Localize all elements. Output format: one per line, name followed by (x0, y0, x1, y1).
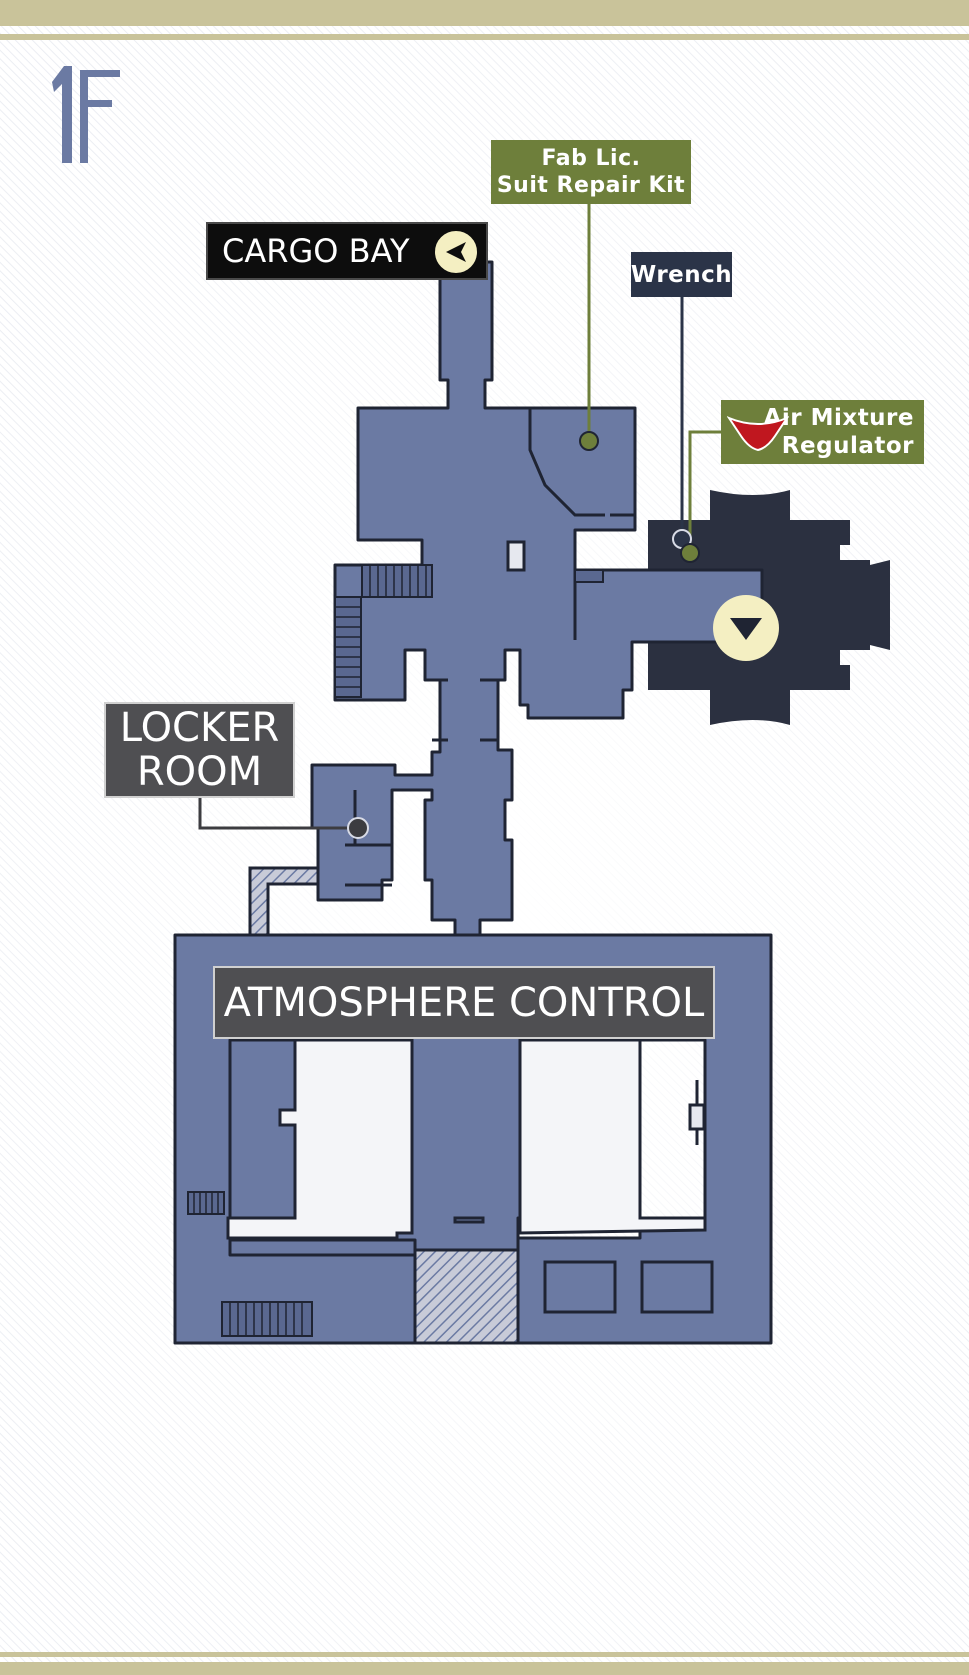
fab-kit-marker[interactable] (579, 431, 599, 451)
wrench-text: Wrench (630, 261, 733, 288)
air-line1: Air Mixture (763, 405, 914, 431)
courtyards (226, 1038, 707, 1240)
footer-bar (0, 1652, 969, 1657)
interior-walls (228, 408, 714, 1314)
floor-label-glyph (52, 66, 120, 163)
air-mixture-regulator-label[interactable]: Air Mixture Regulator (721, 400, 924, 464)
fab-suit-repair-kit-label[interactable]: Fab Lic. Suit Repair Kit (491, 140, 691, 204)
fab-line1: Fab Lic. (541, 146, 641, 171)
header-bar (0, 0, 969, 26)
fab-line2: Suit Repair Kit (496, 173, 686, 198)
air-line2: Regulator (781, 433, 914, 459)
exit-left-arrow-icon[interactable] (432, 228, 480, 276)
locker-room-marker[interactable] (347, 817, 369, 839)
hatched-passage-west (248, 866, 320, 937)
wrench-label[interactable]: Wrench (631, 252, 732, 297)
hatched-passage-south (413, 1248, 520, 1345)
atmosphere-control-label[interactable]: ATMOSPHERE CONTROL (213, 966, 715, 1039)
air-regulator-marker[interactable] (680, 543, 700, 563)
atmosphere-control-text: ATMOSPHERE CONTROL (223, 979, 705, 1026)
exit-down-arrow-icon[interactable] (713, 595, 779, 661)
cargo-bay-label[interactable]: CARGO BAY (206, 222, 488, 280)
cargo-bay-text: CARGO BAY (222, 232, 410, 270)
locker-line1: LOCKER (119, 705, 280, 751)
locker-line2: ROOM (136, 749, 263, 795)
red-regulator-icon (726, 412, 790, 452)
item-markers[interactable] (347, 431, 700, 839)
leader-lines (198, 204, 722, 830)
locker-room-label[interactable]: LOCKER ROOM (104, 702, 295, 798)
